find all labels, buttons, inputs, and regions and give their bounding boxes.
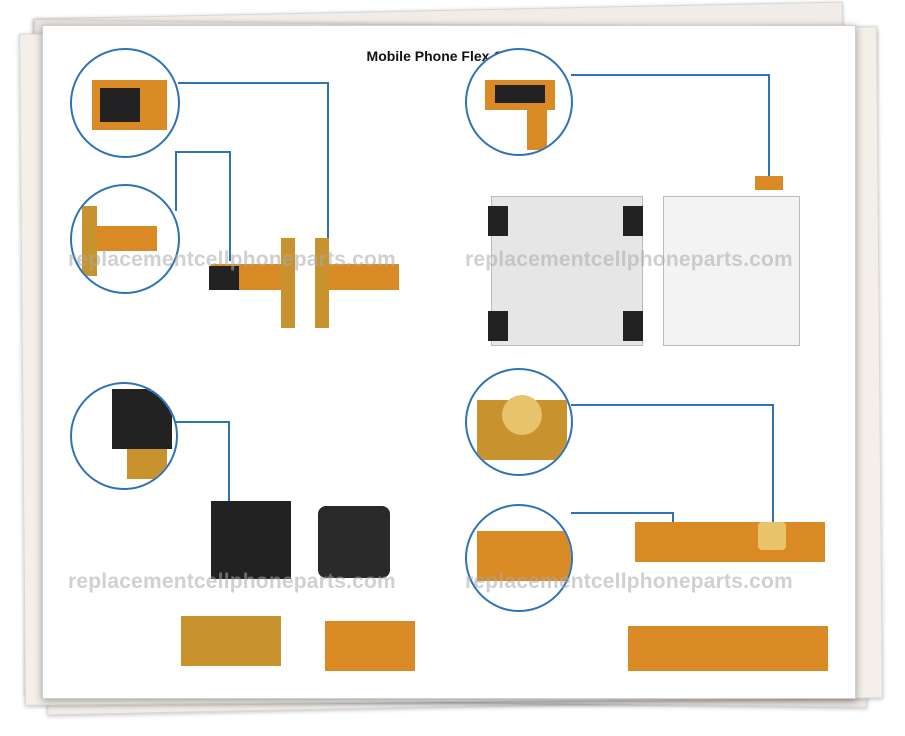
keypad-membrane-back [663,196,800,346]
zoom-circle-power-button [465,368,573,476]
watermark-3: replacementcellphoneparts.com [68,570,396,593]
zoom-circle-camera [70,382,178,490]
keypad-membrane-front [491,196,643,346]
zoom-circle-keypad-connector [465,48,573,156]
camera-module-left [211,501,291,579]
power-flex-cable-back [628,626,828,671]
flex-cable-right [315,238,329,328]
watermark-2: replacementcellphoneparts.com [465,248,793,271]
zoom-circle-contacts [465,504,573,612]
photo-frame: Mobile Phone Flex Cable replacementcellp… [42,25,856,699]
watermark-1: replacementcellphoneparts.com [68,248,396,271]
watermark-4: replacementcellphoneparts.com [465,570,793,593]
camera-module-right [318,506,390,578]
zoom-circle-pins [70,184,180,294]
page-title: Mobile Phone Flex Cable [366,48,532,64]
zoom-circle-connector [70,48,180,158]
power-flex-cable [635,522,825,562]
